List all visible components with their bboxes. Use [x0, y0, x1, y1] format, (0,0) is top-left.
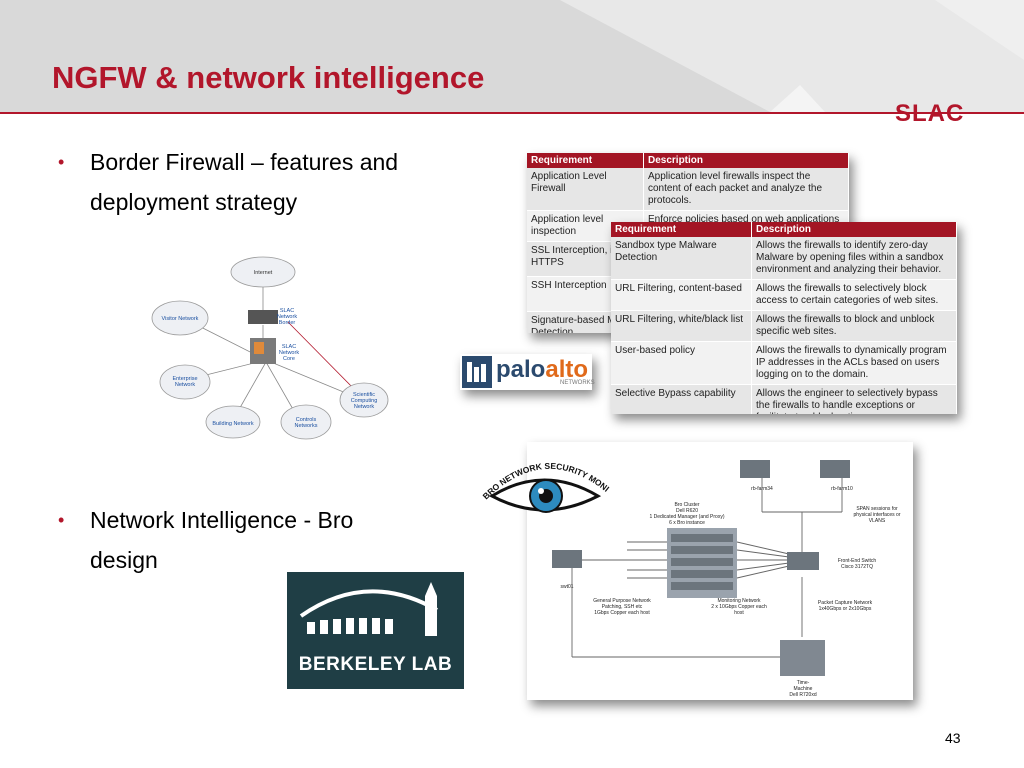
- bullet-line: deployment strategy: [90, 189, 298, 215]
- bro-logo: BRO NETWORK SECURITY MONITOR: [474, 452, 611, 513]
- switch-icon: [552, 550, 582, 568]
- label-general-network: General Purpose Network: [593, 598, 651, 604]
- label-building: Building Network: [212, 421, 254, 427]
- paloalto-word-palo: palo: [496, 356, 546, 383]
- bullet-dot: •: [58, 510, 65, 530]
- label-span: SPAN sessions for: [856, 506, 898, 512]
- label-monitoring-network: Monitoring Network: [717, 598, 761, 604]
- label-cluster: 6 x Bro instance: [669, 520, 705, 526]
- cell-requirement: URL Filtering, white/black list: [611, 310, 752, 342]
- berkeley-lab-logo: BERKELEY LAB: [287, 572, 464, 689]
- label-monitoring-network: 2 x 10Gbps Copper each: [711, 604, 767, 610]
- storage-server-icon: [780, 640, 825, 676]
- label-time-machine: Time-: [797, 680, 810, 686]
- switch-icon: [820, 460, 850, 478]
- bro-design-diagram: Bro Cluster Dell R620 1 Dedicated Manage…: [527, 442, 913, 700]
- bullet-line: Border Firewall – features and: [90, 149, 399, 175]
- page-number: 43: [945, 730, 961, 746]
- slac-logo: SLAC: [895, 100, 965, 127]
- label-packet-capture: 1x40Gbps or 2x10Gbps: [819, 606, 872, 612]
- paloalto-logo: paloalto NETWORKS: [460, 354, 595, 390]
- bro-diagram-svg: Bro Cluster Dell R620 1 Dedicated Manage…: [552, 460, 901, 698]
- border-router-icon: [248, 310, 278, 324]
- label-cluster: Bro Cluster: [674, 502, 699, 508]
- server-rack-icon: [667, 528, 737, 598]
- cell-requirement: Selective Bypass capability: [611, 384, 752, 414]
- label-enterprise: Enterprise: [172, 376, 197, 382]
- eye-icon: [488, 478, 602, 513]
- cell-requirement: Sandbox type Malware Detection: [611, 237, 752, 280]
- label-scientific: Network: [354, 404, 374, 410]
- cell-description: Allows the firewalls to selectively bloc…: [751, 279, 957, 311]
- switch-icon: [740, 460, 770, 478]
- label-enterprise: Network: [175, 382, 195, 388]
- berkeley-lab-text: BERKELEY LAB: [298, 654, 453, 675]
- label-span: VLANS: [869, 518, 886, 524]
- cell-description: Allows the firewalls to dynamically prog…: [751, 341, 957, 385]
- cell-requirement: URL Filtering, content-based: [611, 279, 752, 311]
- label-time-machine: Dell R720xd: [789, 692, 816, 698]
- paloalto-wordmark: paloalto: [496, 356, 588, 384]
- label-packet-capture: Packet Capture Network: [818, 600, 873, 606]
- paloalto-word-alto: alto: [545, 356, 589, 383]
- label-controls: Networks: [295, 423, 318, 429]
- label-frontend-switch: Front-End Switch: [838, 558, 877, 564]
- label-cluster: Dell R620: [676, 508, 698, 514]
- label-scientific: Scientific: [353, 392, 375, 398]
- label-general-network: Patching, SSH etc: [602, 604, 643, 610]
- label-frontend-switch: Cisco 3172TQ: [841, 564, 873, 570]
- slide-title: NGFW & network intelligence: [52, 60, 485, 95]
- label-general-network: 1Gbps Copper each host: [594, 610, 650, 616]
- label-border: SLAC: [280, 308, 294, 314]
- cell-description: Allows the engineer to selectively bypas…: [751, 384, 957, 414]
- bullet-line: Network Intelligence - Bro: [90, 507, 354, 533]
- header-band: [0, 0, 1024, 112]
- cell-description: Allows the firewalls to block and unbloc…: [751, 310, 957, 342]
- cell-requirement: Application Level Firewall: [527, 168, 644, 211]
- label-span: physical interfaces or: [854, 512, 901, 518]
- label-internet: Internet: [254, 270, 273, 276]
- bullet-border-firewall: • Border Firewall – features and deploym…: [58, 142, 399, 222]
- label-border: Network: [277, 314, 297, 320]
- cell-requirement: User-based policy: [611, 341, 752, 385]
- label-core: Network: [279, 350, 299, 356]
- paloalto-sub: NETWORKS: [560, 380, 595, 386]
- bullet-line: design: [90, 547, 158, 573]
- label-visitor: Visitor Network: [162, 316, 199, 322]
- col-description: Description: [751, 222, 957, 237]
- label-swt01: swt01: [560, 584, 573, 590]
- label-border: Border: [279, 320, 296, 326]
- label-scientific: Computing: [351, 398, 378, 404]
- label-monitoring-network: host: [734, 610, 744, 616]
- bullet-network-intelligence: • Network Intelligence - Bro design: [58, 500, 354, 580]
- label-core: Core: [283, 356, 295, 362]
- col-description: Description: [643, 153, 849, 168]
- switch-icon: [787, 552, 819, 570]
- cell-description: Allows the firewalls to identify zero-da…: [751, 237, 957, 280]
- network-diagram: Internet SLAC Network Border SLAC Networ…: [151, 256, 389, 440]
- label-core: SLAC: [282, 344, 296, 350]
- label-controls: Controls: [296, 417, 317, 423]
- label-farm10: rb-farm10: [831, 486, 853, 492]
- cell-description: Application level firewalls inspect the …: [643, 168, 849, 211]
- paloalto-mark-icon: [462, 356, 492, 388]
- header-rule: [0, 112, 1024, 114]
- col-requirement: Requirement: [527, 153, 644, 168]
- header-decoration: [560, 0, 1024, 112]
- label-time-machine: Machine: [794, 686, 813, 692]
- berkeley-building-icon: [299, 582, 438, 636]
- label-cluster: 1 Dedicated Manager (and Proxy): [649, 514, 724, 520]
- label-farm34: rb-farm34: [751, 486, 773, 492]
- col-requirement: Requirement: [611, 222, 752, 237]
- bullet-dot: •: [58, 152, 65, 172]
